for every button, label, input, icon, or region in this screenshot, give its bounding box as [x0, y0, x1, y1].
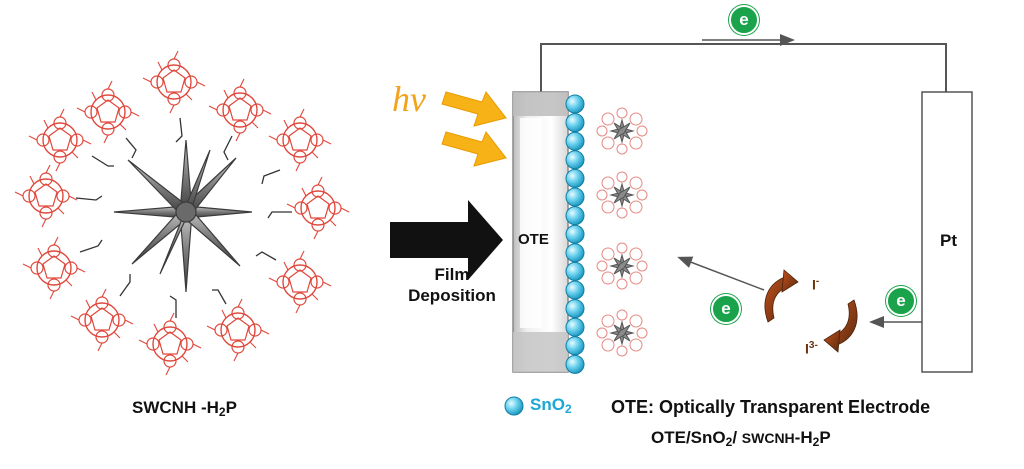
nanohorn-aggregate-icon — [596, 107, 648, 155]
triiodide-label: I3- — [805, 340, 818, 357]
sno2-sphere-icon — [565, 94, 585, 114]
caption-sub-2b: 2 — [812, 435, 820, 449]
porphyrin-molecule-icon — [268, 108, 332, 172]
nanohorn-aggregate-icon — [596, 171, 648, 219]
sno2-sphere-icon — [565, 243, 585, 263]
film-deposition-line1: Film — [434, 265, 470, 284]
sno2-sphere-icon — [565, 206, 585, 226]
ote-definition: OTE: Optically Transparent Electrode — [611, 397, 931, 417]
sno2-sphere-icon — [565, 131, 585, 151]
caption-slash: / — [732, 428, 738, 447]
triiodide-symbol: I — [805, 340, 809, 357]
porphyrin-molecule-icon — [208, 78, 272, 142]
triiodide-charge: 3- — [808, 340, 818, 351]
external-circuit — [540, 43, 947, 92]
porphyrin-molecule-icon — [28, 108, 92, 172]
sno2-particle-layer — [565, 94, 585, 374]
caption-dash-h: -H — [794, 428, 813, 447]
electron-badge-icon: e — [886, 286, 916, 316]
porphyrin-molecule-icon — [138, 312, 202, 376]
caption-h: H — [206, 398, 219, 417]
sno2-text: SnO — [530, 395, 565, 414]
porphyrin-molecule-icon — [76, 80, 140, 144]
redox-cycle-arrows — [764, 269, 858, 353]
swcnh-h2p-structure — [14, 50, 350, 376]
pt-label: Pt — [940, 231, 957, 250]
iodide-symbol: I — [812, 276, 816, 293]
iodide-charge: - — [815, 276, 820, 287]
light-arrow-icon — [441, 90, 507, 167]
sno2-sphere-icon — [565, 261, 585, 281]
porphyrin-molecule-icon — [268, 250, 332, 314]
sno2-sphere-icon — [565, 224, 585, 244]
sno2-sphere-icon — [565, 299, 585, 319]
ote-electrode — [512, 91, 569, 373]
porphyrin-molecule-icon — [70, 288, 134, 352]
pt-electrode — [921, 91, 973, 373]
sno2-sphere-icon — [504, 396, 524, 415]
film-deposition-label: Film Deposition — [392, 264, 512, 306]
caption-p: P — [225, 398, 237, 417]
caption-dash: - — [200, 398, 207, 417]
sno2-legend: SnO2 — [504, 395, 572, 416]
porphyrin-molecule-icon — [286, 176, 350, 240]
linker-bonds — [75, 117, 292, 318]
electron-badge-icon: e — [711, 294, 741, 324]
caption-subscript: 2 — [218, 405, 226, 419]
caption-ote-sno: OTE/SnO — [651, 428, 726, 447]
sno2-sphere-icon — [565, 336, 585, 356]
device-caption: OTE/SnO2/ SWCNH-H2P — [651, 428, 831, 449]
electron-badge-icon: e — [729, 5, 759, 35]
electron-transfer-arrow — [677, 256, 765, 291]
iodide-label: I- — [812, 276, 819, 293]
nanohorn-aggregate-icon — [596, 309, 648, 357]
light-hv-label: hν — [392, 79, 426, 119]
swcnh-h2p-caption: SWCNH -H2P — [132, 398, 237, 419]
sno2-sphere-icon — [565, 113, 585, 133]
nanohorn-aggregate-icon — [113, 139, 253, 293]
caption-swcnh-small: SWCNH — [741, 430, 795, 446]
sno2-sphere-icon — [565, 187, 585, 207]
sno2-sphere-icon — [565, 354, 585, 374]
sno2-subscript: 2 — [564, 402, 572, 416]
film-deposition-arrow — [390, 200, 503, 280]
porphyrin-molecule-icon — [22, 236, 86, 300]
film-deposition-line2: Deposition — [408, 286, 496, 305]
sno2-sphere-icon — [565, 317, 585, 337]
sno2-sphere-icon — [565, 280, 585, 300]
porphyrin-molecule-icon — [14, 164, 78, 228]
porphyrin-molecule-icon — [206, 298, 270, 362]
porphyrin-molecule-icon — [142, 50, 206, 114]
caption-sub-2a: 2 — [725, 435, 733, 449]
sno2-sphere-icon — [565, 168, 585, 188]
ote-label: OTE — [518, 231, 549, 248]
nanohorn-aggregate-icon — [596, 242, 648, 290]
caption-swcnh: SWCNH — [132, 398, 197, 417]
caption-p-end: P — [819, 428, 831, 447]
sno2-sphere-icon — [565, 150, 585, 170]
deposited-swcnh-h2p — [596, 107, 648, 357]
